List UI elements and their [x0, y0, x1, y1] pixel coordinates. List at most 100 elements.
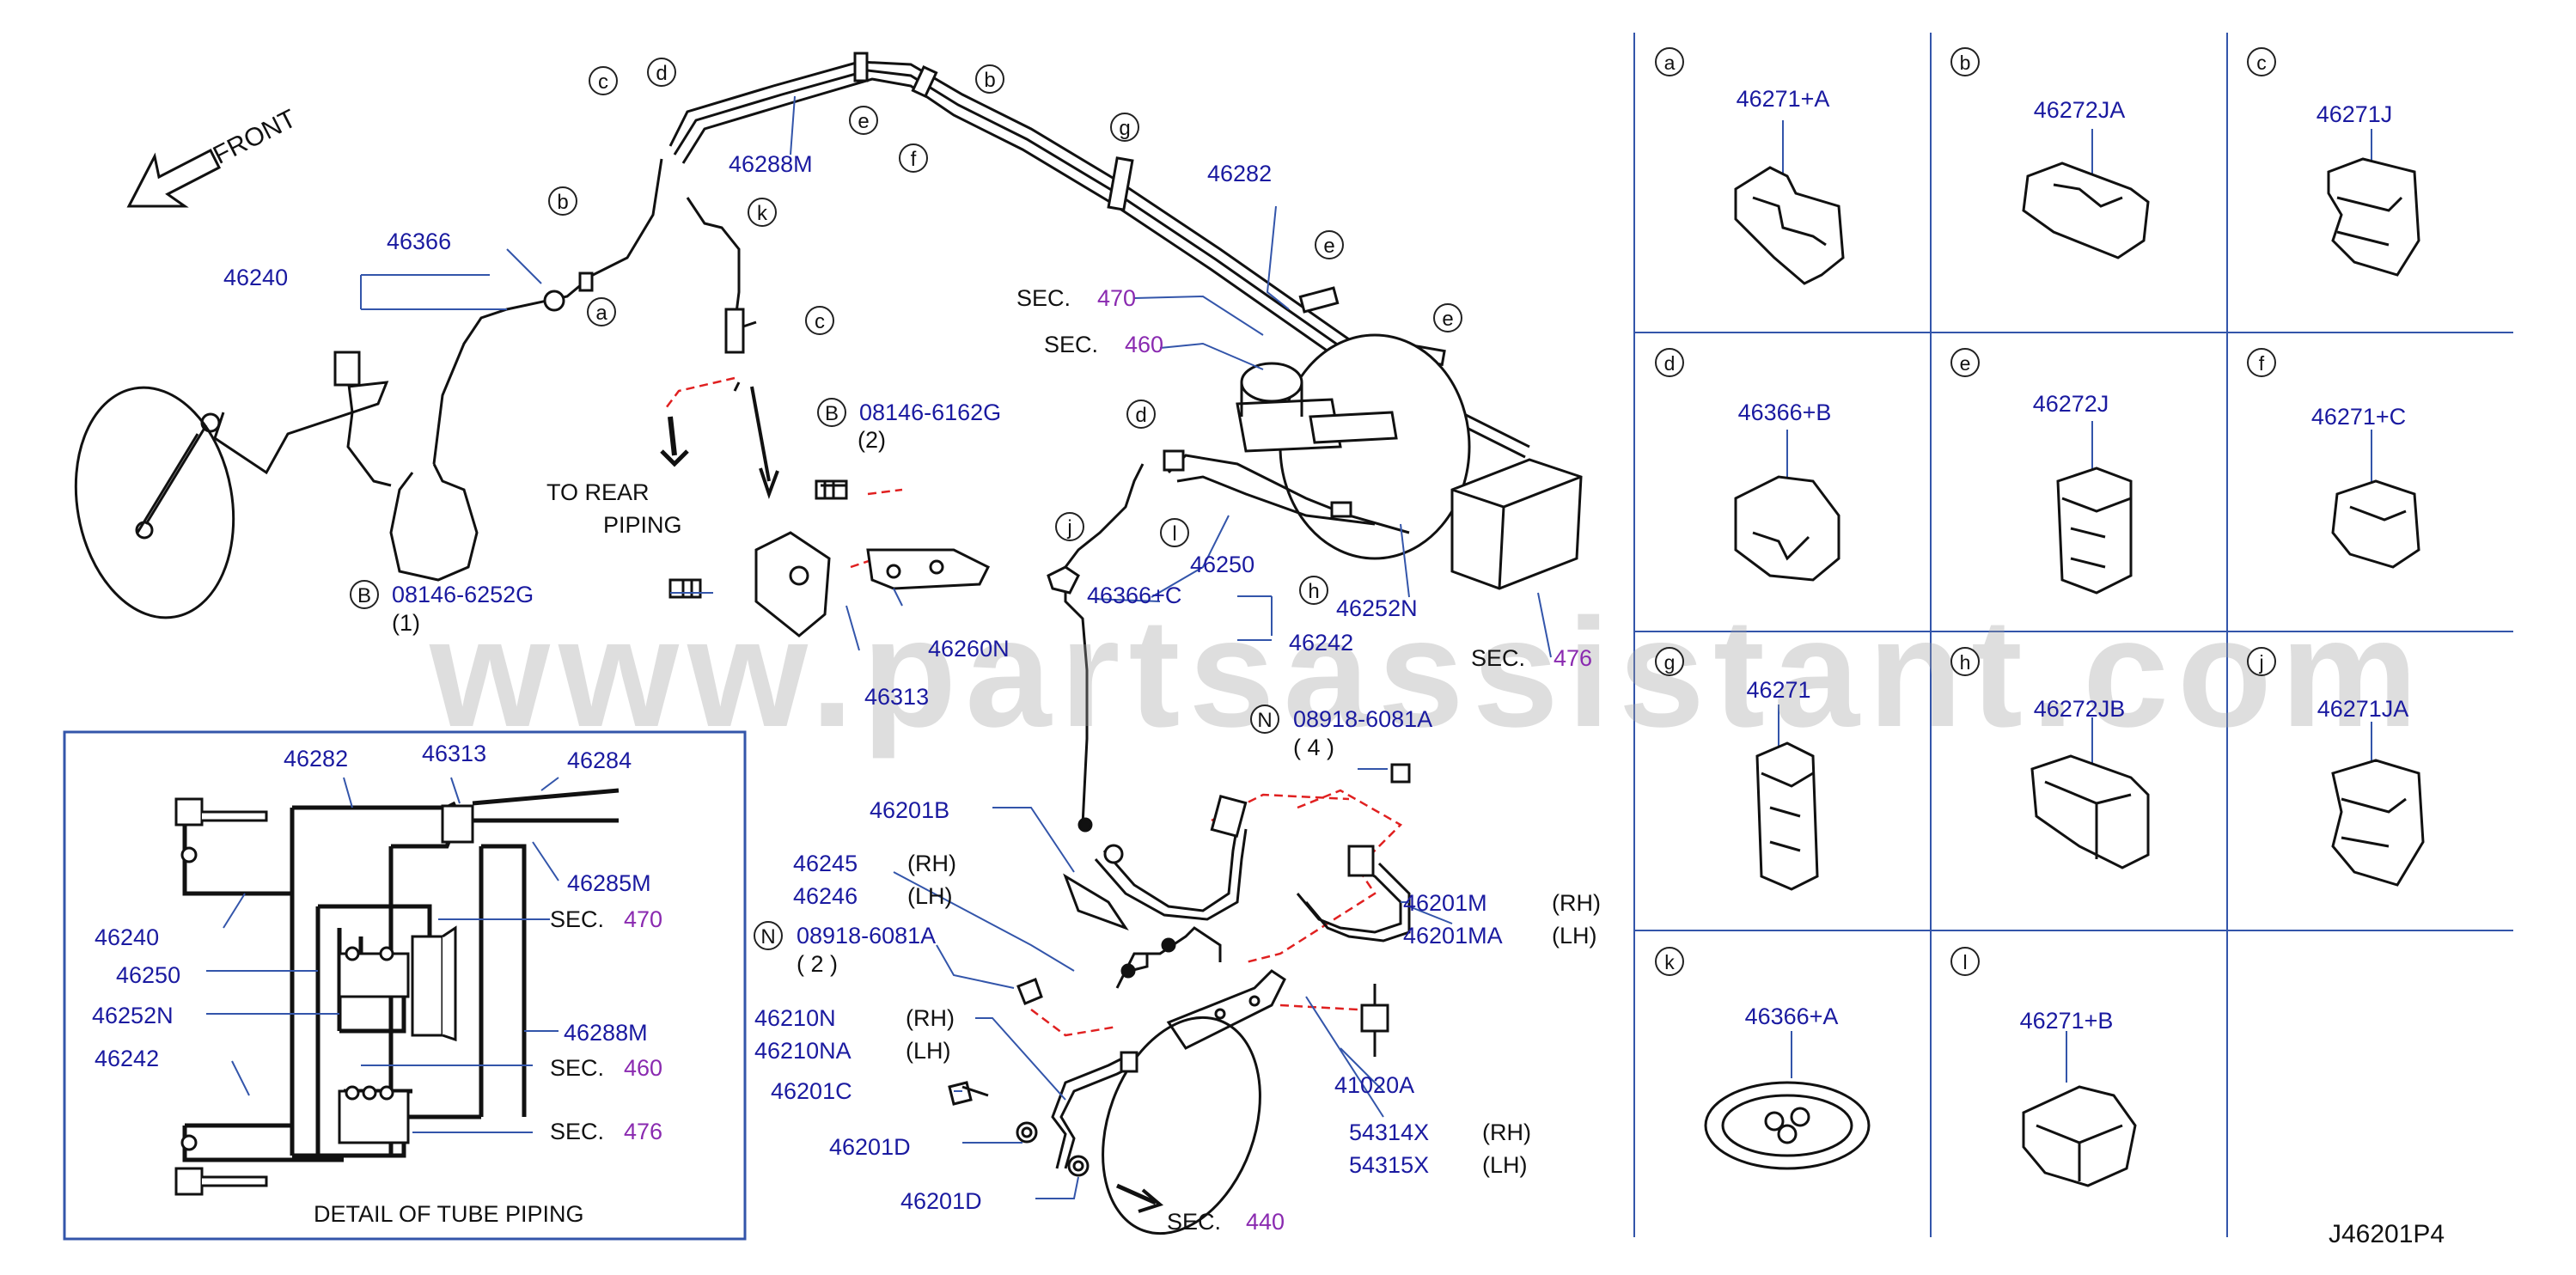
clip-letter-c: c [2247, 47, 2276, 76]
part-46366[interactable]: 46366 [387, 229, 452, 254]
part-46201D-1[interactable]: 46201D [829, 1134, 911, 1160]
part-46246[interactable]: 46246 [793, 883, 858, 909]
clip-part-g[interactable]: 46271 [1746, 677, 1811, 703]
part-46313[interactable]: 46313 [864, 684, 930, 710]
rh-46201M: (RH) [1552, 890, 1601, 916]
part-46366C[interactable]: 46366+C [1087, 583, 1182, 608]
nut-qty-4: ( 4 ) [1293, 735, 1335, 760]
callout-j: j [1055, 512, 1084, 541]
clip-part-f[interactable]: 46271+C [2310, 404, 2407, 430]
sec-440-label: SEC. [1167, 1209, 1222, 1235]
part-46201C[interactable]: 46201C [771, 1078, 852, 1104]
callout-e: e [849, 106, 878, 135]
to-rear-line2: PIPING [603, 512, 682, 538]
detail-46285M[interactable]: 46285M [567, 870, 651, 896]
part-41020A[interactable]: 41020A [1334, 1072, 1415, 1098]
sec-460-label: SEC. [1044, 332, 1099, 357]
detail-sec476-number[interactable]: 476 [624, 1119, 663, 1144]
lh-54315X: (LH) [1482, 1152, 1528, 1178]
detail-46240[interactable]: 46240 [95, 924, 160, 950]
detail-sec470-label: SEC. [550, 906, 605, 932]
rh-46245: (RH) [907, 851, 956, 876]
sec-440-number[interactable]: 440 [1246, 1209, 1285, 1235]
nut-08918-6081A-4[interactable]: 08918-6081A [1293, 706, 1433, 732]
clip-d-icon [1734, 475, 1840, 582]
callout-c: c [589, 66, 618, 95]
clip-letter-g: g [1655, 647, 1684, 676]
callout-b: b [548, 186, 577, 216]
detail-title: DETAIL OF TUBE PIPING [314, 1201, 584, 1227]
block-46313 [754, 531, 831, 638]
callout-k: k [748, 198, 777, 227]
callout-e-2: e [1315, 230, 1344, 259]
part-46201B[interactable]: 46201B [870, 797, 950, 823]
sec-476-number[interactable]: 476 [1554, 645, 1593, 671]
part-46201M[interactable]: 46201M [1403, 890, 1487, 916]
part-46210NA[interactable]: 46210NA [754, 1038, 852, 1064]
part-46242[interactable]: 46242 [1289, 630, 1354, 656]
lh-46201MA: (LH) [1552, 923, 1597, 949]
clip-letter-b: b [1950, 47, 1980, 76]
clip-letter-k: k [1655, 947, 1684, 976]
brake-tube-46240 [432, 158, 663, 465]
sec-460-number[interactable]: 460 [1125, 332, 1164, 357]
nut-n-marker-2: N [754, 921, 783, 950]
clip-part-l[interactable]: 46271+B [2019, 1008, 2114, 1034]
rh-54314X: (RH) [1482, 1119, 1531, 1145]
bolt-08146-6162G[interactable]: 08146-6162G [859, 400, 1002, 425]
clip-part-e[interactable]: 46272J [2032, 391, 2109, 417]
callout-b-2: b [975, 64, 1004, 94]
clip-part-d[interactable]: 46366+B [1737, 400, 1832, 425]
nut-08918-6081A-2[interactable]: 08918-6081A [797, 923, 937, 949]
callout-a: a [587, 297, 616, 326]
callout-d-2: d [1126, 400, 1156, 429]
sec-470-label: SEC. [1016, 285, 1071, 311]
callout-g: g [1110, 113, 1139, 142]
clip-part-h[interactable]: 46272JB [2033, 696, 2126, 722]
part-46201MA[interactable]: 46201MA [1403, 923, 1503, 949]
part-54314X[interactable]: 54314X [1349, 1119, 1430, 1145]
bolt-08146-6252G[interactable]: 08146-6252G [392, 582, 534, 607]
clip-g-icon [1755, 741, 1819, 891]
callout-d: d [647, 58, 676, 87]
clip-part-j[interactable]: 46271JA [2317, 696, 2409, 722]
clip-b-icon [2022, 162, 2150, 259]
detail-sec470-number[interactable]: 470 [624, 906, 663, 932]
part-46282[interactable]: 46282 [1207, 161, 1273, 186]
part-46210N[interactable]: 46210N [754, 1005, 836, 1031]
part-46252N[interactable]: 46252N [1336, 595, 1418, 621]
front-arrow-icon [126, 148, 222, 208]
sec-470-number[interactable]: 470 [1097, 285, 1137, 311]
detail-box [63, 730, 747, 1241]
clip-letter-l: l [1950, 947, 1980, 976]
part-46288M[interactable]: 46288M [729, 151, 813, 177]
part-46260N[interactable]: 46260N [928, 636, 1010, 662]
detail-46282[interactable]: 46282 [284, 746, 349, 772]
callout-f: f [899, 143, 928, 173]
part-46240[interactable]: 46240 [223, 265, 289, 290]
clip-part-c[interactable]: 46271J [2316, 101, 2393, 127]
clip-part-a[interactable]: 46271+A [1736, 86, 1830, 112]
part-46250[interactable]: 46250 [1190, 552, 1255, 577]
lh-46246: (LH) [907, 883, 953, 909]
bolt-b-marker-2: B [350, 580, 379, 609]
detail-46252N[interactable]: 46252N [92, 1003, 174, 1028]
clip-part-k[interactable]: 46366+A [1744, 1004, 1839, 1029]
detail-46242[interactable]: 46242 [95, 1046, 160, 1071]
part-46245[interactable]: 46245 [793, 851, 858, 876]
clip-h-icon [2030, 754, 2150, 869]
part-46201D-2[interactable]: 46201D [900, 1188, 982, 1214]
detail-sec460-number[interactable]: 460 [624, 1055, 663, 1081]
watermark: www.partsassistant.com [430, 587, 2427, 760]
bolt-b-marker: B [817, 398, 846, 427]
detail-46313[interactable]: 46313 [422, 741, 487, 766]
part-54315X[interactable]: 54315X [1349, 1152, 1430, 1178]
detail-46250[interactable]: 46250 [116, 962, 181, 988]
detail-46284[interactable]: 46284 [567, 747, 632, 773]
caliper-circle [74, 386, 235, 619]
clip-part-b[interactable]: 46272JA [2033, 97, 2126, 123]
detail-46288M[interactable]: 46288M [564, 1020, 648, 1046]
callout-h: h [1299, 576, 1328, 605]
clip-letter-d: d [1655, 348, 1684, 377]
